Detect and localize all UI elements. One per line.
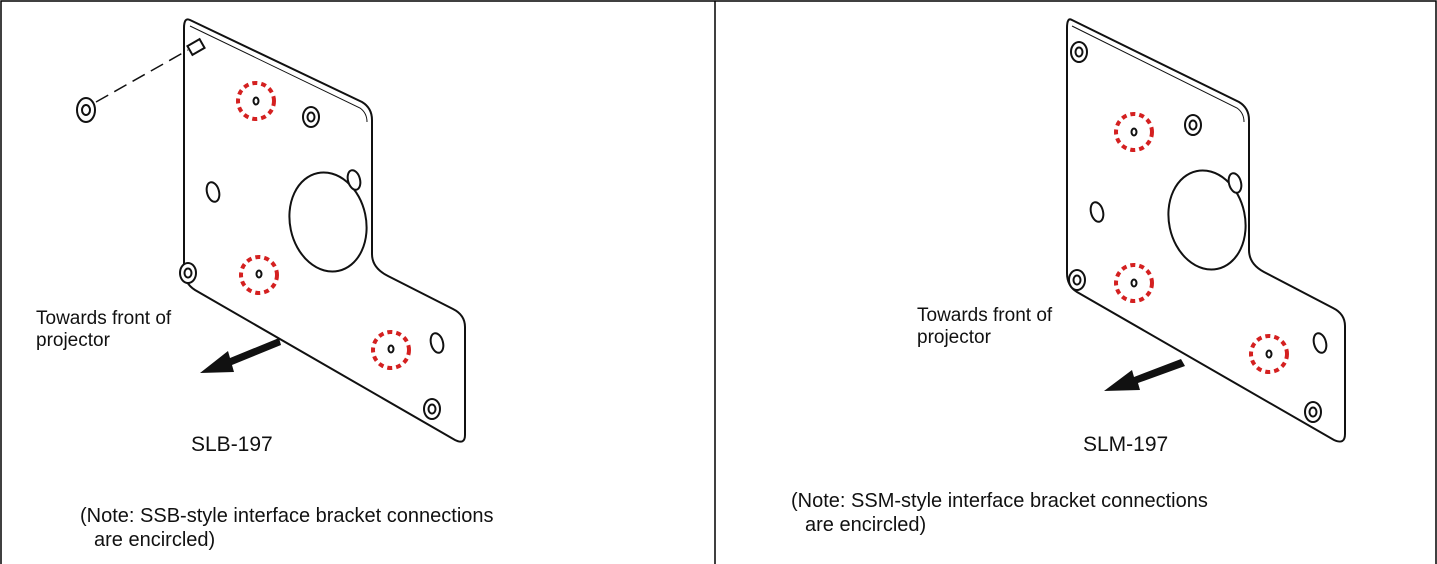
oval-hole bbox=[346, 169, 362, 191]
standoff bbox=[1068, 269, 1086, 291]
screw-stud bbox=[186, 37, 206, 57]
standoff bbox=[1184, 114, 1202, 136]
bracket-illustration-slb bbox=[76, 18, 466, 443]
highlight-circle bbox=[236, 81, 276, 121]
oval-hole bbox=[205, 181, 221, 203]
highlight-circle bbox=[1114, 112, 1154, 152]
panel-slb-197: Towards front of projector SLB-197 (Note… bbox=[0, 0, 715, 564]
highlight-circle bbox=[1114, 263, 1154, 303]
standoff bbox=[423, 398, 441, 420]
highlight-circle bbox=[371, 330, 411, 370]
front-label: Towards front of projector bbox=[36, 308, 172, 351]
center-hole bbox=[288, 171, 368, 273]
highlight-circle bbox=[1249, 334, 1289, 374]
bracket-illustration-slm bbox=[1066, 18, 1346, 443]
note-text: (Note: SSB-style interface bracket conne… bbox=[80, 505, 494, 551]
standoff bbox=[179, 262, 197, 284]
model-label: SLM-197 bbox=[1083, 433, 1169, 456]
standoff bbox=[302, 106, 320, 128]
highlight-circle bbox=[239, 255, 279, 295]
note-text: (Note: SSM-style interface bracket conne… bbox=[791, 490, 1208, 536]
front-arrow bbox=[200, 338, 281, 373]
loose-nut bbox=[76, 97, 96, 123]
oval-hole bbox=[1227, 172, 1243, 194]
panel-slm-197: Towards front of projector SLM-197 (Note… bbox=[715, 0, 1437, 564]
oval-hole bbox=[1312, 332, 1328, 354]
oval-hole bbox=[429, 332, 445, 354]
oval-hole bbox=[1089, 201, 1105, 223]
front-arrow bbox=[1104, 359, 1185, 391]
standoff bbox=[1070, 41, 1088, 63]
front-label: Towards front of projector bbox=[917, 305, 1053, 348]
center-hole bbox=[1167, 169, 1247, 271]
standoff bbox=[1304, 401, 1322, 423]
model-label: SLB-197 bbox=[191, 433, 273, 456]
